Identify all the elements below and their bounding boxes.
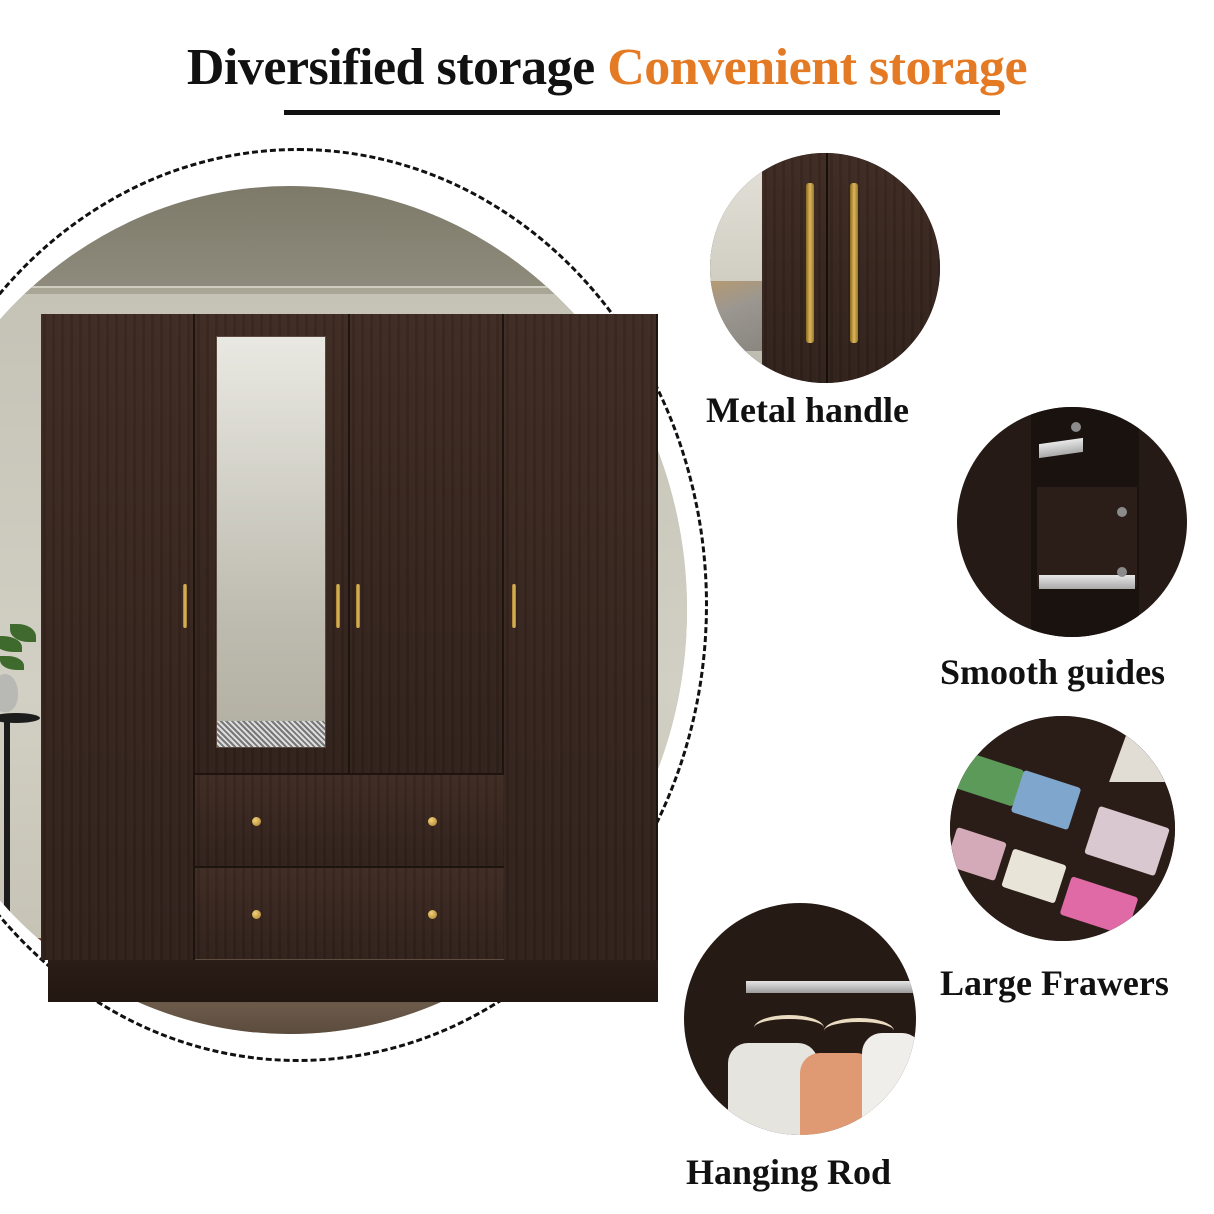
mirror — [216, 336, 326, 748]
wardrobe-drawer-2 — [195, 866, 504, 959]
screw-icon — [1071, 422, 1081, 432]
door-handle-icon — [512, 584, 516, 628]
mirror-reflection-bed — [217, 721, 325, 747]
door-panel — [826, 153, 940, 383]
wardrobe-door-1 — [41, 314, 195, 960]
plant-leaf-icon — [0, 636, 22, 652]
drawer-guide-rail-icon — [1039, 575, 1135, 589]
screw-icon — [1117, 507, 1127, 517]
door-handle-icon — [183, 584, 187, 628]
drawer-guides-photo — [957, 407, 1187, 637]
feature-label-smooth-guides: Smooth guides — [940, 652, 1166, 692]
wardrobe-plinth — [48, 960, 658, 1002]
headline-part2: Convenient storage — [607, 39, 1028, 96]
feature-label-hanging-rod: Hanging Rod — [686, 1152, 892, 1192]
screw-icon — [1117, 567, 1127, 577]
plant-leaf-icon — [0, 656, 24, 670]
drawer-knob-icon — [428, 817, 437, 826]
drawer-knob-icon — [252, 817, 261, 826]
door-handle-icon — [356, 584, 360, 628]
feature-label-metal-handle: Metal handle — [706, 390, 909, 430]
drawer-knob-icon — [252, 910, 261, 919]
hanging-rod-icon — [746, 981, 916, 993]
wardrobe-drawer-1 — [195, 773, 504, 866]
side-table-base — [0, 934, 42, 960]
wardrobe-door-3 — [350, 314, 504, 773]
metal-handle-icon — [806, 183, 814, 343]
drawer-knob-icon — [428, 910, 437, 919]
hanger-icon — [754, 1015, 824, 1041]
wardrobe-door-2-mirror — [195, 314, 350, 773]
hanger-icon — [824, 1018, 894, 1044]
door-panel — [762, 153, 826, 383]
headline-part1: Diversified storage — [186, 39, 595, 96]
metal-handle-photo — [710, 153, 940, 383]
hanging-rod-photo — [684, 903, 916, 1135]
headline-underline — [284, 110, 1000, 115]
wall-moulding — [0, 286, 687, 294]
large-drawers-photo — [950, 716, 1175, 941]
door-handle-icon — [336, 584, 340, 628]
side-table-top — [0, 713, 40, 723]
wardrobe — [41, 314, 658, 1004]
side-table-leg — [4, 718, 10, 948]
white-shirt — [862, 1033, 916, 1135]
headline: Diversified storage Convenient storage — [0, 38, 1214, 98]
feature-label-large-drawers: Large Frawers — [940, 963, 1169, 1003]
plant-leaf-icon — [10, 624, 36, 642]
plant-pot — [0, 674, 18, 712]
wardrobe-door-4 — [504, 314, 658, 960]
metal-handle-icon — [850, 183, 858, 343]
bed-pillow — [710, 281, 762, 351]
